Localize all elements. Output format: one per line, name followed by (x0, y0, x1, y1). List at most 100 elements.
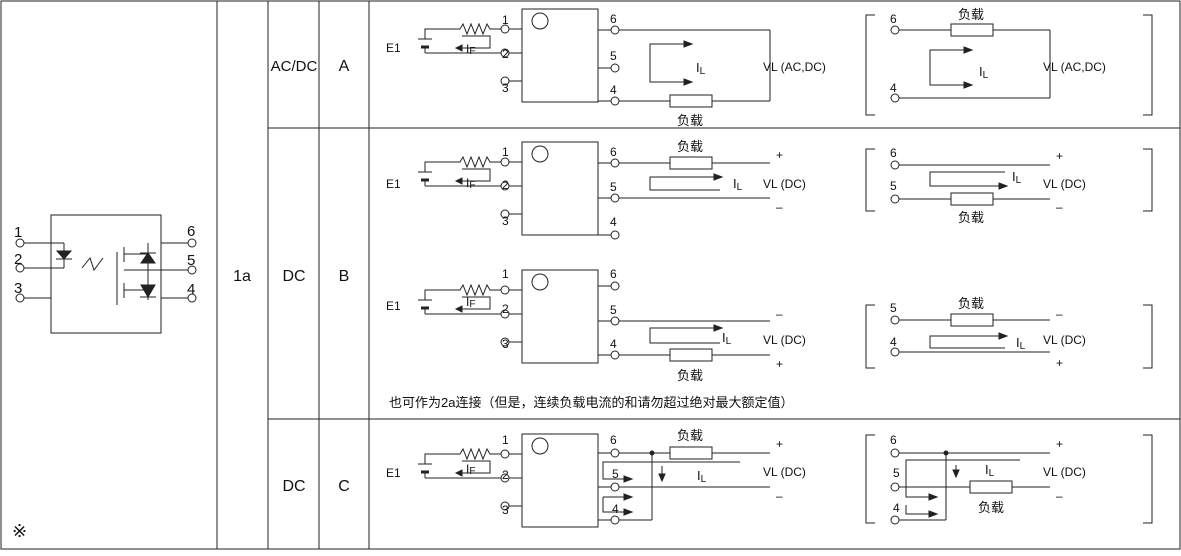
il-label: IL (1016, 335, 1026, 352)
pin-label: 4 (890, 81, 897, 95)
pin-labels: 1 2 3 6 5 4 6 4 1 2 3 6 5 4 6 5 1 2 3 6 … (502, 12, 900, 517)
if-label: IF (466, 462, 475, 477)
pin-label: 6 (890, 12, 897, 26)
vl-labels: VL (AC,DC) VL (AC,DC) VL (DC) VL (DC) VL… (763, 60, 1106, 479)
connection-row-a: A (339, 58, 350, 75)
pin-label: 3 (502, 214, 509, 228)
if-label: IF (466, 295, 475, 310)
il-label: IL (733, 176, 743, 193)
pin-label: 5 (610, 49, 617, 63)
contact-form-label: 1a (233, 268, 251, 285)
pin-label: 5 (890, 179, 897, 193)
plus-mark: + (1056, 437, 1063, 451)
minus-mark: – (776, 200, 783, 214)
pin-label: 3 (502, 503, 509, 517)
pin-label: 5 (612, 467, 619, 481)
symbol-pin-5: 5 (187, 252, 195, 269)
il-label: IL (722, 330, 732, 347)
pin-label: 6 (890, 146, 897, 160)
vl-label: VL (AC,DC) (763, 60, 826, 74)
load-label: 负载 (958, 210, 984, 225)
minus-mark: – (1056, 489, 1063, 503)
circuit-a (416, 7, 1153, 116)
symbol-pin-4: 4 (187, 281, 195, 298)
minus-mark: – (1056, 307, 1063, 321)
if-label: IF (466, 176, 475, 191)
pin-label: 5 (890, 301, 897, 315)
load-type-row-c: DC (282, 478, 305, 495)
pin-label: 4 (610, 83, 617, 97)
load-labels: 负载 负载 负载 负载 负载 负载 负载 负载 (677, 7, 1004, 515)
e1-label: E1 (386, 41, 401, 55)
pin-label: 6 (610, 267, 617, 281)
minus-mark: – (776, 307, 783, 321)
connection-row-b: B (339, 268, 350, 285)
vl-label: VL (AC,DC) (1043, 60, 1106, 74)
load-label: 负载 (978, 500, 1004, 515)
il-label: IL (979, 64, 989, 81)
pin-label: 6 (890, 433, 897, 447)
pin-label: 5 (893, 466, 900, 480)
vl-label: VL (DC) (1043, 177, 1086, 191)
pin-label: 2 (502, 302, 509, 316)
pin-label: 4 (893, 501, 900, 515)
connection-row-c: C (338, 478, 350, 495)
il-label: IL (697, 468, 707, 485)
pin-label: 1 (502, 433, 509, 447)
circuit-c (416, 432, 1153, 529)
pin-label: 5 (610, 180, 617, 194)
plus-mark: + (1056, 149, 1063, 163)
load-label: 负载 (958, 296, 984, 311)
il-labels: IL IL IL IL IL IL IL IL (696, 60, 1026, 485)
vl-label: VL (DC) (1043, 465, 1086, 479)
plus-mark: + (776, 437, 783, 451)
plus-mark: + (776, 148, 783, 162)
symbol-pin-6: 6 (187, 223, 195, 240)
symbol-pin-1: 1 (14, 224, 22, 241)
load-label: 负载 (677, 368, 703, 383)
pin-label: 3 (502, 337, 509, 351)
plus-mark: + (776, 357, 783, 371)
vl-label: VL (DC) (763, 465, 806, 479)
il-label: IL (696, 60, 706, 77)
minus-mark: – (776, 489, 783, 503)
vl-label: VL (DC) (763, 333, 806, 347)
e1-label: E1 (386, 466, 401, 480)
il-label: IL (985, 462, 995, 479)
pin-label: 1 (502, 267, 509, 281)
source-labels: E1 E1 E1 E1 IF IF IF IF (386, 41, 475, 480)
pin-label: 6 (610, 145, 617, 159)
pin-label: 1 (502, 13, 509, 27)
e1-label: E1 (386, 177, 401, 191)
load-label: 负载 (677, 428, 703, 443)
pin-label: 2 (502, 178, 509, 192)
pin-label: 4 (610, 337, 617, 351)
symbol-pin-3: 3 (14, 280, 22, 297)
pin-label: 3 (502, 81, 509, 95)
plus-mark: + (1056, 356, 1063, 370)
il-label: IL (1012, 169, 1022, 186)
pin-label: 2 (502, 47, 509, 61)
pin-label: 6 (610, 433, 617, 447)
pin-label: 1 (502, 145, 509, 159)
minus-mark: – (1056, 200, 1063, 214)
e1-label: E1 (386, 299, 401, 313)
load-type-row-a: AC/DC (271, 58, 318, 75)
load-label: 负载 (677, 139, 703, 154)
note-2a-connection: 也可作为2a连接（但是，连续负载电流的和请勿超过绝对最大额定值） (389, 395, 793, 410)
symbol-pin-2: 2 (14, 251, 22, 268)
circuit-b2 (416, 268, 1153, 369)
polarity-marks: + – + – – + – + + – + – (776, 148, 1063, 503)
pin-label: 4 (610, 215, 617, 229)
if-label: IF (466, 42, 475, 57)
pin-label: 6 (610, 12, 617, 26)
pin-label: 4 (890, 335, 897, 349)
pin-label: 5 (610, 303, 617, 317)
pin-label: 2 (502, 468, 509, 482)
vl-label: VL (DC) (1043, 333, 1086, 347)
vl-label: VL (DC) (763, 177, 806, 191)
relay-symbol (15, 214, 197, 334)
load-label: 负载 (958, 7, 984, 22)
